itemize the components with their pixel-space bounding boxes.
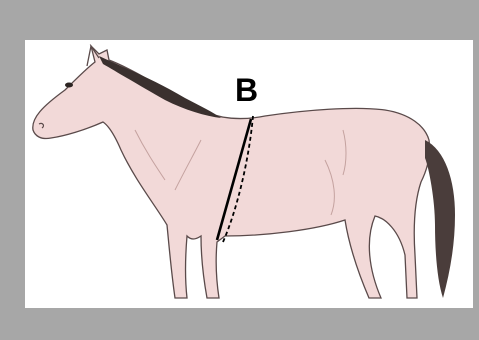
horse-body [33,46,430,298]
drawing-paper: B [25,40,473,308]
horse-eye [65,83,73,88]
girth-label: B [235,74,258,106]
horse-tail [425,140,455,298]
